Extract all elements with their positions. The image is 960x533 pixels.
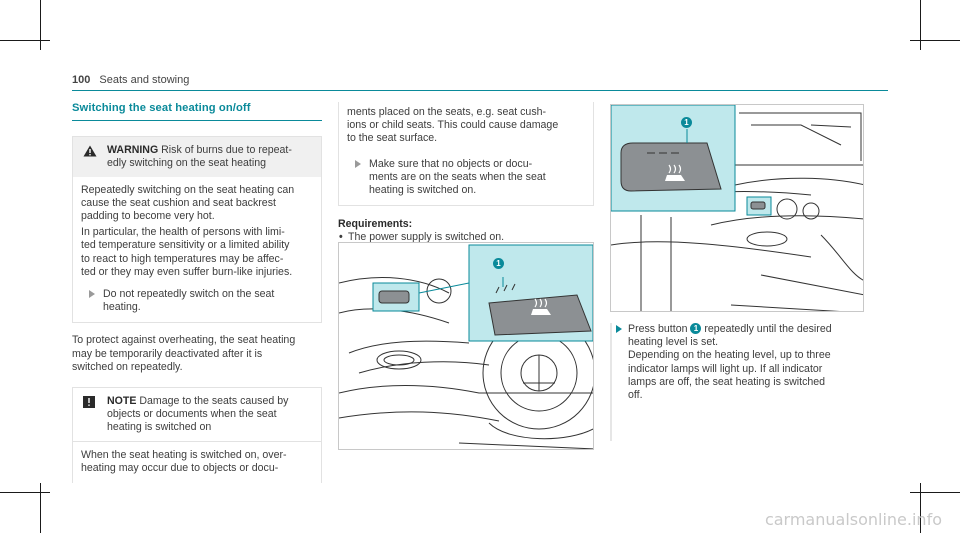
note-label: NOTE: [107, 395, 137, 408]
warning-lead: Risk of burns due to repeat-: [161, 144, 292, 157]
text-line: heating level is set.: [628, 336, 719, 349]
crop-mark: [920, 483, 921, 533]
note-lead-3: heating is switched on: [107, 421, 212, 434]
warning-label: WARNING: [107, 144, 159, 157]
warning-body: Repeatedly switching on the seat heating…: [73, 177, 321, 323]
crop-mark: [910, 40, 960, 41]
requirements-label: Requirements:: [338, 218, 413, 231]
text-line: may be temporarily deactivated after it …: [72, 347, 263, 360]
text-line: ted or they may even suffer burn-like in…: [81, 265, 293, 278]
column-left: Switching the seat heating on/off WARNIN…: [72, 102, 322, 484]
warning-header: WARNING Risk of burns due to repeat- edl…: [73, 137, 321, 177]
requirements-item: • The power supply is switched on.: [338, 231, 594, 244]
illustration-door-panel: 1: [338, 242, 594, 450]
instruction-step: Press button 1 repeatedly until the desi…: [610, 323, 864, 402]
text-line: heating may occur due to objects or docu…: [81, 461, 279, 474]
text-line: off.: [628, 389, 643, 402]
text-line: indicator lamps will light up. If all in…: [628, 362, 823, 375]
column-right: Press button 1 repeatedly until the desi…: [610, 323, 864, 441]
text-line: ions or child seats. This could cause da…: [347, 119, 559, 132]
warning-box: WARNING Risk of burns due to repeat- edl…: [72, 136, 322, 324]
instruction-line-1: Press button 1 repeatedly until the desi…: [628, 323, 864, 336]
note-continuation-body: ments placed on the seats, e.g. seat cus…: [339, 102, 593, 205]
watermark: carmanualsonline.info: [764, 510, 942, 529]
text-line: padding to become very hot.: [81, 210, 215, 223]
text-line: Repeatedly switching on the seat heating…: [81, 183, 295, 196]
note-lead: Damage to the seats caused by: [139, 395, 289, 408]
text-line: ments placed on the seats, e.g. seat cus…: [347, 106, 547, 118]
warning-triangle-icon: [83, 145, 97, 161]
note-lead-2: objects or documents when the seat: [107, 408, 277, 421]
warning-step: Do not repeatedly switch on the seat hea…: [81, 288, 313, 314]
title-divider: [72, 120, 322, 122]
note-body: When the seat heating is switched on, ov…: [73, 440, 321, 483]
crop-mark: [40, 483, 41, 533]
warning-para-2: In particular, the health of persons wit…: [81, 226, 313, 279]
text-line: lamps are off, the seat heating is switc…: [628, 375, 826, 388]
note-step: Make sure that no objects or docu- ments…: [347, 158, 585, 198]
warning-para-1: Repeatedly switching on the seat heating…: [81, 184, 313, 224]
text-line: heating is switched on.: [369, 184, 477, 197]
warning-lead-2: edly switching on the seat heating: [107, 157, 267, 170]
header-divider: [72, 90, 888, 91]
note-header: NOTE Damage to the seats caused by objec…: [73, 388, 321, 441]
note-box: NOTE Damage to the seats caused by objec…: [72, 387, 322, 484]
protect-paragraph: To protect against overheating, the seat…: [72, 334, 322, 374]
note-continuation-box: ments placed on the seats, e.g. seat cus…: [338, 102, 594, 207]
requirements: Requirements: • The power supply is swit…: [338, 218, 594, 244]
page-title: Switching the seat heating on/off: [72, 102, 251, 114]
step-arrow-icon: [616, 325, 622, 333]
text-line: In particular, the health of persons wit…: [81, 226, 285, 239]
callout-1: 1: [690, 323, 702, 334]
crop-mark: [0, 492, 50, 493]
crop-mark: [920, 0, 921, 50]
text-line: heating.: [103, 301, 141, 314]
callout-1: 1: [493, 258, 504, 269]
section-title: Seats and stowing: [99, 74, 190, 86]
column-middle: ments placed on the seats, e.g. seat cus…: [338, 102, 594, 245]
text-line: Depending on the heating level, up to th…: [628, 349, 831, 362]
text-line: When the seat heating is switched on, ov…: [81, 448, 287, 461]
crop-mark: [40, 0, 41, 50]
crop-mark: [0, 40, 50, 41]
text-line: To protect against overheating, the seat…: [72, 334, 296, 347]
text-line: cause the seat cushion and seat backrest: [81, 196, 276, 209]
callout-1: 1: [681, 117, 692, 128]
step-bar: [610, 323, 612, 441]
crop-mark: [910, 492, 960, 493]
text-line: to the seat surface.: [347, 132, 438, 145]
text-line: to react to high temperatures may be aff…: [81, 252, 284, 265]
text-line: Make sure that no objects or docu-: [369, 157, 533, 170]
text-line: repeatedly until the desired: [704, 323, 832, 335]
page-header: 100 Seats and stowing: [72, 74, 189, 86]
bullet-dot: •: [339, 231, 343, 244]
note-exclamation-icon: [83, 396, 95, 412]
text-line: Press button: [628, 323, 688, 335]
step-arrow-icon: [355, 159, 361, 168]
text-line: ments are on the seats when the seat: [369, 170, 546, 183]
step-arrow-icon: [89, 290, 95, 299]
illustration-door-closeup: 1: [610, 104, 864, 312]
text-line: switched on repeatedly.: [72, 360, 183, 373]
text-line: The power supply is switched on.: [348, 231, 505, 244]
text-line: ted temperature sensitivity or a limited…: [81, 239, 290, 252]
text-line: Do not repeatedly switch on the seat: [103, 288, 275, 301]
page-number: 100: [72, 74, 91, 86]
